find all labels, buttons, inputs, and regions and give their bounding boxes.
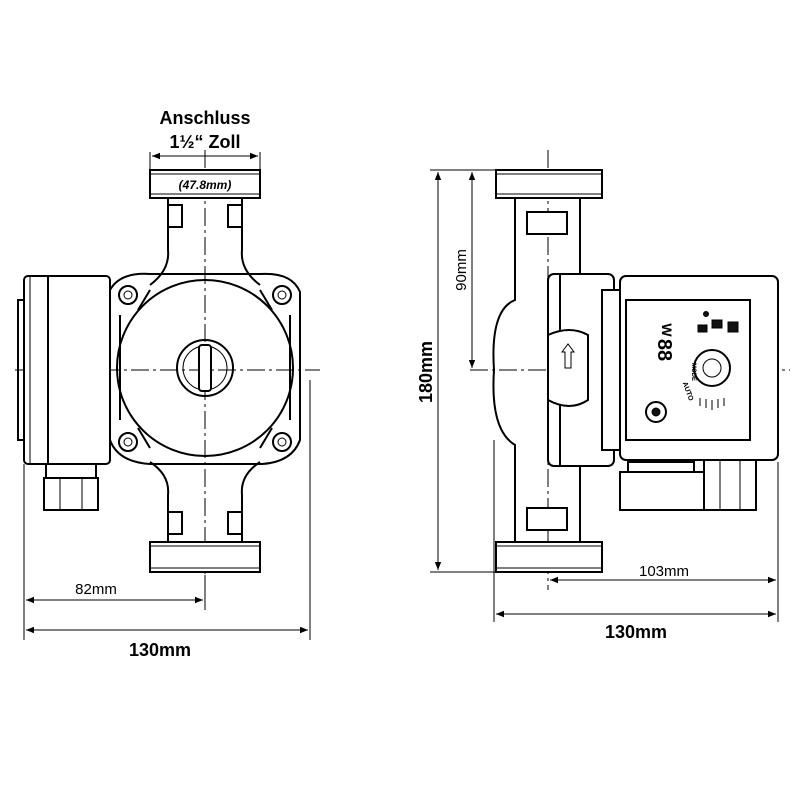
front-cable-gland xyxy=(43,463,99,511)
side-depth-inner-label: 103mm xyxy=(639,563,689,580)
control-box: W 88 MODE AUTO xyxy=(619,275,779,461)
connection-title: Anschluss xyxy=(159,108,250,128)
front-view: (47.8mm) xyxy=(15,108,320,660)
unit-label: W xyxy=(659,323,675,337)
scale-ticks xyxy=(699,398,725,410)
side-view: W 88 MODE AUTO xyxy=(416,150,790,642)
speed-indicator-bars xyxy=(697,311,739,333)
front-top-nut: (47.8mm) xyxy=(149,169,261,199)
front-width-inner-label: 82mm xyxy=(75,581,117,598)
side-pump-housing xyxy=(547,273,623,467)
side-depth-total-label: 130mm xyxy=(605,622,667,642)
mode-dial[interactable] xyxy=(693,349,731,387)
side-terminal-block xyxy=(619,459,757,511)
side-bottom-nut xyxy=(495,541,603,573)
side-height-half-label: 90mm xyxy=(453,249,470,291)
power-display: 88 xyxy=(653,339,675,361)
front-width-total-label: 130mm xyxy=(129,640,191,660)
flow-arrow-icon xyxy=(561,343,575,369)
front-motor-side xyxy=(17,275,111,465)
impeller-cap xyxy=(176,339,234,397)
mode-label: MODE xyxy=(690,363,696,381)
side-height-total-label: 180mm xyxy=(416,341,436,403)
front-pump-housing xyxy=(109,272,301,465)
connection-size: 1½“ Zoll xyxy=(169,132,240,152)
side-top-nut xyxy=(495,169,603,199)
connection-mm-label: (47.8mm) xyxy=(179,178,232,192)
front-bottom-nut xyxy=(149,541,261,573)
